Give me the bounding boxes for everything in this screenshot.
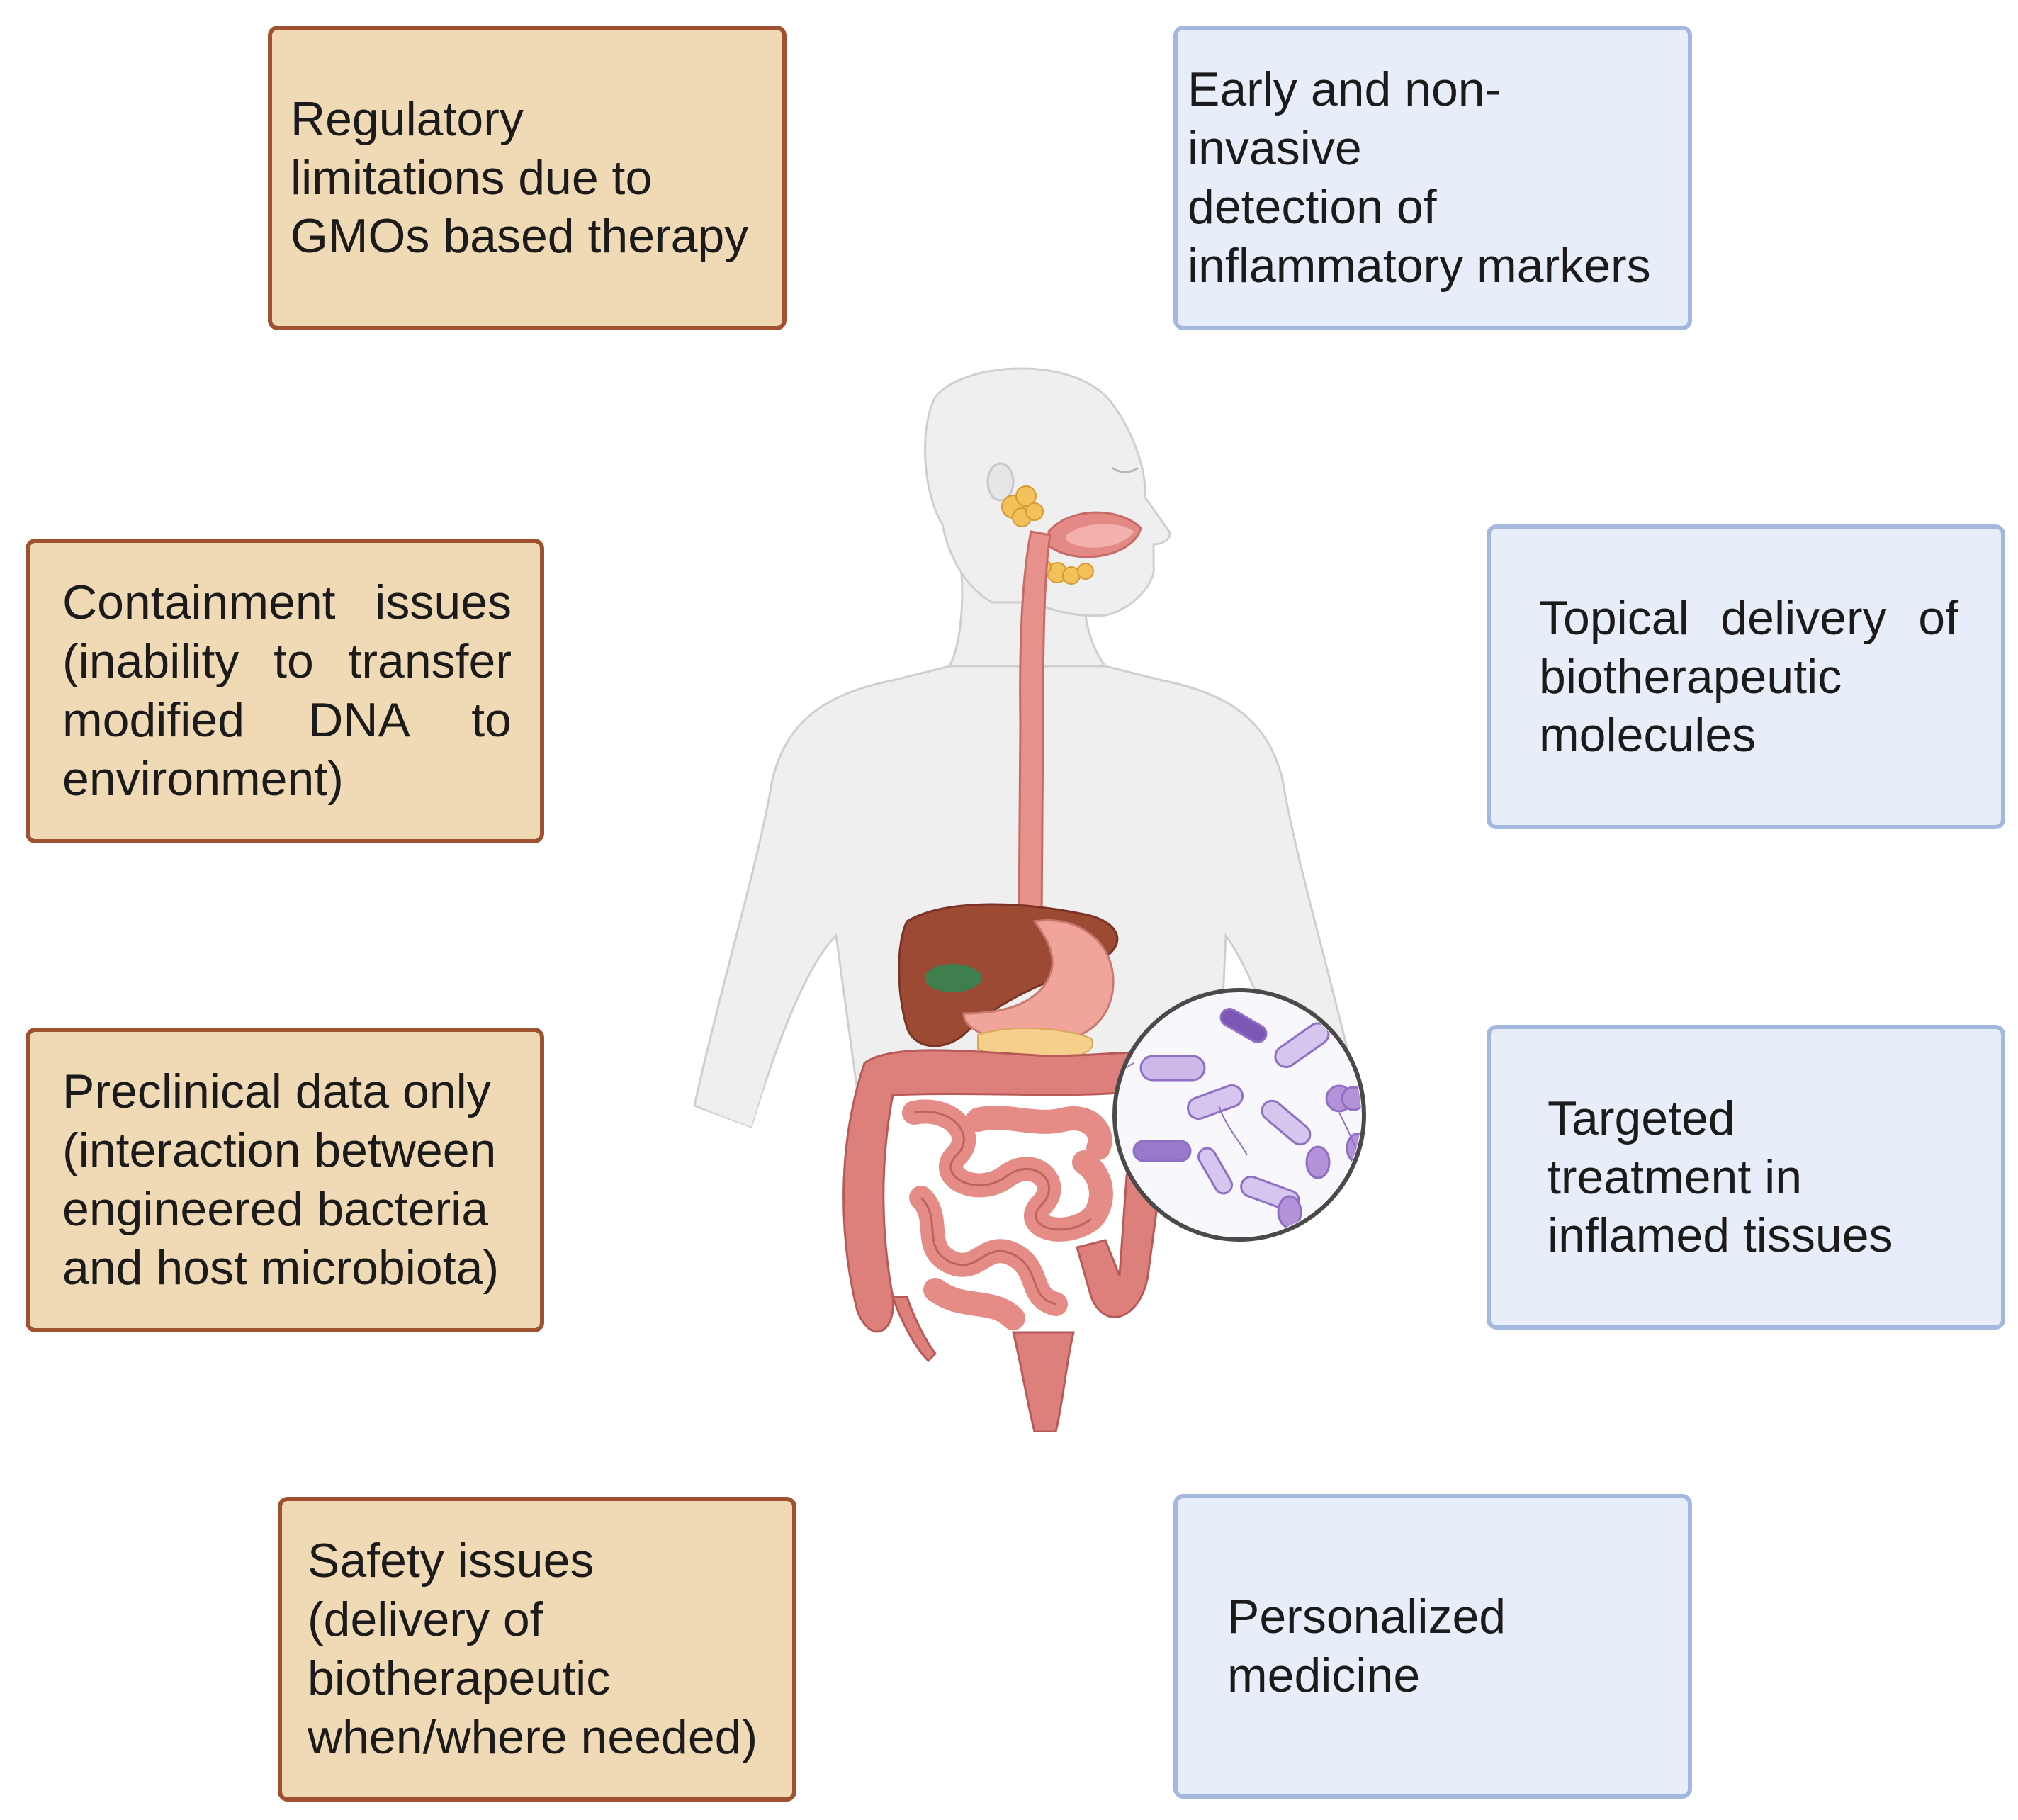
limitation-text: and host microbiota): [62, 1240, 500, 1295]
limitation-text: modified DNA to: [62, 693, 512, 747]
limitation-box-containment: Containment issues (inability to transfe…: [26, 539, 544, 843]
advantage-box-topical: Topical delivery of biotherapeutic molec…: [1487, 524, 2005, 829]
small-intestine: [902, 1099, 1113, 1330]
advantage-text: Early and non-invasive: [1188, 62, 1501, 176]
advantage-box-personalized: Personalized medicine: [1173, 1494, 1692, 1799]
limitation-text: Safety issues: [308, 1534, 594, 1588]
gallbladder: [925, 964, 981, 992]
large-intestine: [842, 1049, 1187, 1432]
limitation-text: environment): [62, 751, 344, 806]
advantage-box-targeted: Targeted treatment in inflamed tissues: [1487, 1025, 2005, 1330]
gut-bacteria-inset: [1112, 988, 1366, 1242]
advantage-text: Topical delivery of: [1539, 590, 1958, 645]
limitation-text: GMOs based therapy: [291, 209, 749, 264]
advantage-text: inflammatory markers: [1188, 238, 1651, 293]
limitation-text: Containment issues: [62, 575, 512, 630]
limitation-text: when/where needed): [308, 1709, 758, 1764]
limitation-text: Preclinical data only: [62, 1065, 491, 1119]
head: [924, 367, 1171, 617]
limitation-text: (interaction between: [62, 1123, 497, 1178]
advantage-text: inflamed tissues: [1548, 1208, 1893, 1263]
limitation-text: engineered bacteria: [62, 1182, 489, 1236]
advantage-text: Targeted: [1548, 1091, 1735, 1145]
limitation-text: limitations due to: [291, 150, 653, 205]
advantage-text: biotherapeutic: [1539, 649, 1842, 704]
limitation-text: biotherapeutic: [308, 1651, 611, 1705]
limitation-text: Regulatory: [291, 91, 524, 146]
limitation-box-safety: Safety issues (delivery of biotherapeuti…: [278, 1497, 796, 1802]
human-digestive-system-illustration: [693, 367, 1366, 1432]
limitation-box-preclinical: Preclinical data only (interaction betwe…: [26, 1028, 544, 1332]
bacteria-icon: [1132, 1008, 1361, 1229]
advantage-box-detection: Early and non-invasive detection of infl…: [1173, 26, 1692, 330]
advantage-text: medicine: [1227, 1648, 1421, 1702]
advantage-text: treatment in: [1548, 1150, 1803, 1204]
advantage-text: Personalized: [1227, 1590, 1506, 1644]
limitation-text: (delivery of: [308, 1592, 543, 1647]
limitation-text: (inability to transfer: [62, 634, 512, 689]
advantage-text: detection of: [1188, 180, 1437, 234]
limitation-box-regulatory: Regulatory limitations due to GMOs based…: [268, 26, 787, 330]
advantage-text: molecules: [1539, 708, 1757, 763]
